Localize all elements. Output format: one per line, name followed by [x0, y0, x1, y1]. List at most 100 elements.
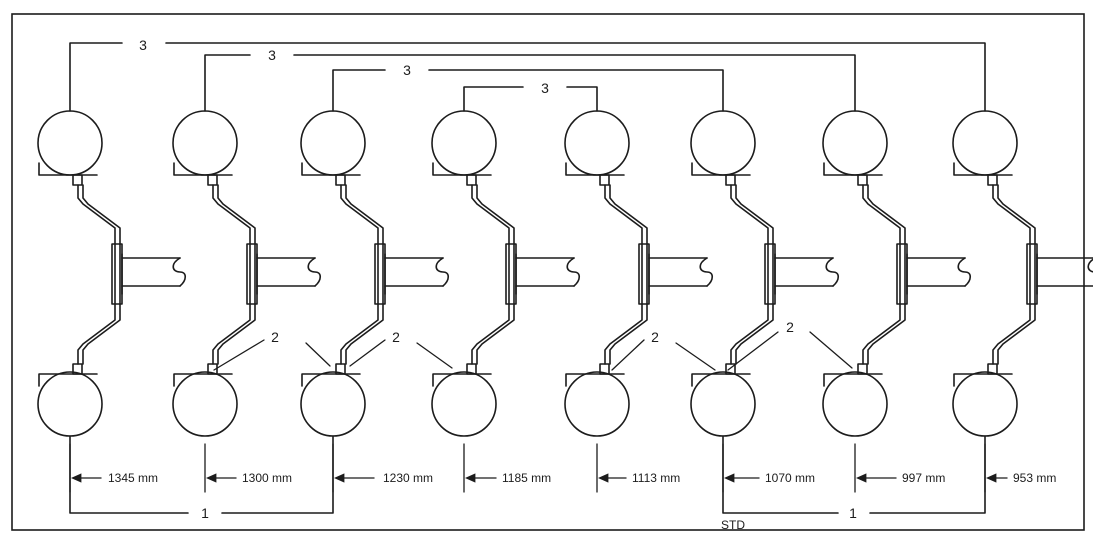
- callout-label-2b: 2: [392, 329, 400, 345]
- bracket-label-1b: 1: [849, 505, 857, 521]
- wheel-assembly-4: [431, 110, 581, 437]
- top-tyre: [172, 110, 238, 176]
- rim-profile-inner: [735, 184, 774, 365]
- wheel-assembly-5: [564, 110, 714, 437]
- axle-shaft: [121, 257, 181, 287]
- axle-shaft: [256, 257, 316, 287]
- axle-shaft: [1036, 257, 1093, 287]
- callout-label-2c: 2: [651, 329, 659, 345]
- dimension-label-953: 953 mm: [1013, 471, 1056, 485]
- top-valve-block: [207, 174, 218, 186]
- wheel-assembly-6: [690, 110, 840, 437]
- top-tyre: [690, 110, 756, 176]
- callout-leader-1: [213, 339, 265, 371]
- rim-profile-outer: [862, 184, 901, 365]
- bracket-label-1a: 1: [201, 505, 209, 521]
- axle-shaft: [384, 257, 444, 287]
- wheel-assembly-8: [952, 110, 1093, 437]
- rim-profile-inner: [867, 184, 906, 365]
- dimension-label-1185: 1185 mm: [502, 471, 551, 485]
- dimension-label-1070: 1070 mm: [765, 471, 815, 485]
- dimension-arrow-8: [986, 473, 997, 483]
- dimension-label-997: 997 mm: [902, 471, 945, 485]
- bracket-line-3-4: [463, 86, 598, 112]
- rim-profile-outer: [212, 184, 251, 365]
- dimension-label-1113: 1113 mm: [632, 471, 680, 485]
- rim-profile-outer: [992, 184, 1031, 365]
- bracket-line-3-2: [204, 54, 856, 112]
- bracket-label-3d: 3: [541, 80, 549, 96]
- top-valve-block: [599, 174, 610, 186]
- rim-profile-inner: [345, 184, 384, 365]
- bottom-tyre: [37, 371, 103, 437]
- callout-lines: [213, 331, 853, 371]
- rim-profile-outer: [340, 184, 379, 365]
- axle-shaft: [515, 257, 575, 287]
- rim-profile-outer: [604, 184, 643, 365]
- bracket-label-3c: 3: [403, 62, 411, 78]
- axle-break-mark: [825, 257, 840, 287]
- rim-profile-outer: [471, 184, 510, 365]
- top-valve-block: [466, 174, 477, 186]
- bracket-line-3-3: [332, 69, 724, 112]
- dimension-label-1300: 1300 mm: [242, 471, 292, 485]
- bottom-tyre: [822, 371, 888, 437]
- callout-label-2a: 2: [271, 329, 279, 345]
- callout-leader-6: [675, 342, 716, 371]
- top-tyre: [300, 110, 366, 176]
- rim-profile-inner: [217, 184, 256, 365]
- callout-leader-8: [809, 331, 853, 369]
- std-label: STD: [721, 518, 745, 532]
- axle-break-mark: [1087, 258, 1093, 273]
- bottom-tyre: [431, 371, 497, 437]
- rim-profile-inner: [609, 184, 648, 365]
- bottom-tyre: [172, 371, 238, 437]
- dimension-arrow-3: [334, 473, 345, 483]
- rim-profile-inner: [476, 184, 515, 365]
- axle-shaft: [906, 257, 966, 287]
- rim-profile-outer: [77, 184, 116, 365]
- axle-shaft: [774, 257, 834, 287]
- axle-break-mark: [435, 257, 450, 287]
- dimension-label-1345: 1345 mm: [108, 471, 158, 485]
- bracket-label-3b: 3: [268, 47, 276, 63]
- bracket-line-1-right: [722, 435, 986, 514]
- axle-break-mark: [699, 257, 714, 287]
- top-tyre: [431, 110, 497, 176]
- wheel-assemblies: [37, 110, 1093, 437]
- top-tyre: [952, 110, 1018, 176]
- top-valve-block: [987, 174, 998, 186]
- bottom-tyre: [952, 371, 1018, 437]
- top-tyre: [564, 110, 630, 176]
- dimension-label-1230: 1230 mm: [383, 471, 433, 485]
- bottom-tyre: [300, 371, 366, 437]
- top-valve-block: [725, 174, 736, 186]
- top-tyre: [37, 110, 103, 176]
- bracket-line-3-1: [69, 42, 986, 112]
- diagram-frame: [11, 13, 1085, 531]
- axle-break-mark: [307, 257, 322, 287]
- dimension-arrow-5: [598, 473, 609, 483]
- rim-profile-outer: [730, 184, 769, 365]
- dimension-arrow-1: [71, 473, 82, 483]
- wheel-assembly-7: [822, 110, 972, 437]
- top-valve-block: [335, 174, 346, 186]
- wheel-assembly-1: [37, 110, 187, 437]
- callout-leader-2: [305, 342, 331, 367]
- top-tyre: [822, 110, 888, 176]
- wheel-assembly-2: [172, 110, 322, 437]
- dimension-arrow-4: [465, 473, 476, 483]
- callout-leader-3: [349, 339, 386, 367]
- bottom-tyre: [564, 371, 630, 437]
- callout-leader-7: [727, 331, 779, 371]
- callout-label-2d: 2: [786, 319, 794, 335]
- axle-break-mark: [566, 257, 581, 287]
- top-valve-block: [857, 174, 868, 186]
- dimension-arrow-6: [724, 473, 735, 483]
- bottom-tyre: [690, 371, 756, 437]
- axle-break-mark: [957, 257, 972, 287]
- callout-leader-4: [416, 342, 453, 369]
- bracket-lines: [69, 42, 986, 514]
